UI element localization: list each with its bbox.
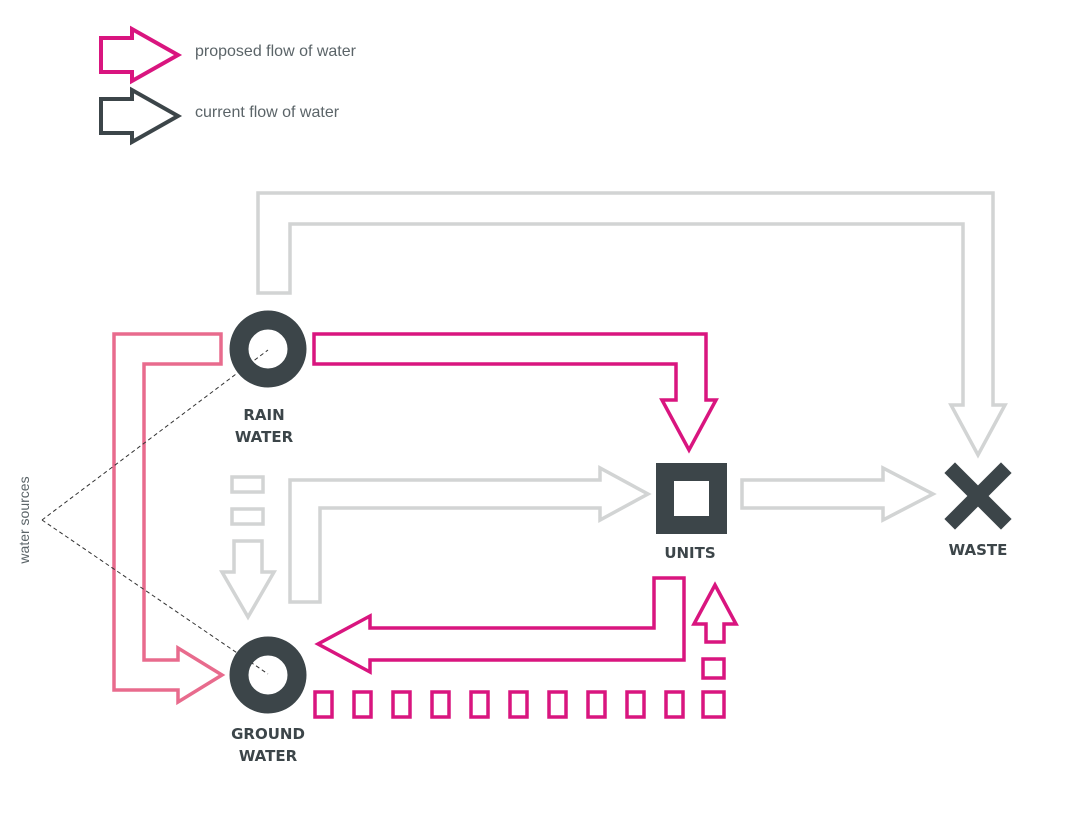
node-ground-water: GROUND WATER bbox=[229, 636, 307, 765]
legend-proposed-label: proposed flow of water bbox=[195, 43, 357, 60]
ground-water-label-line2: WATER bbox=[239, 747, 298, 765]
annotation-leader-line bbox=[41, 349, 269, 521]
node-waste: WASTE bbox=[944, 462, 1012, 559]
flow-dash-segment bbox=[230, 507, 265, 526]
units-label: UNITS bbox=[664, 544, 715, 562]
legend-proposed-arrow-icon bbox=[99, 25, 183, 85]
flow-dash-segment bbox=[547, 690, 568, 719]
rain-water-label-line2: WATER bbox=[235, 428, 294, 446]
legend-current-arrow-icon bbox=[99, 86, 183, 146]
water-sources-label: water sources bbox=[16, 476, 32, 564]
flow-dash-segment bbox=[701, 690, 726, 719]
flow-dash-segment bbox=[391, 690, 412, 719]
annotation-leader-line bbox=[41, 519, 269, 675]
flow-ground-to-units-dashed bbox=[313, 581, 739, 719]
flow-rain-to-units-arrow bbox=[312, 332, 719, 454]
flow-dash-segment bbox=[625, 690, 646, 719]
ground-water-ring-icon bbox=[229, 636, 307, 714]
flow-dash-segment bbox=[586, 690, 607, 719]
legend: proposed flow of water current flow of w… bbox=[99, 25, 357, 146]
flow-dash-segment bbox=[469, 690, 490, 719]
flow-dash-segment bbox=[508, 690, 529, 719]
flow-units-to-ground-arrow bbox=[314, 576, 686, 675]
flow-rain-to-waste-arrow bbox=[256, 191, 1008, 459]
rain-water-label-line1: RAIN bbox=[243, 406, 284, 424]
flow-dash-segment bbox=[701, 657, 726, 680]
flow-rain-to-ground-dashed bbox=[218, 475, 278, 621]
node-units: UNITS bbox=[656, 463, 727, 562]
flow-rain-to-ground-arrow bbox=[112, 332, 226, 706]
flow-dash-segment bbox=[230, 475, 265, 494]
water-sources-annotation: water sources bbox=[16, 349, 269, 675]
rain-water-ring-icon bbox=[229, 310, 307, 388]
flow-dash-segment bbox=[352, 690, 373, 719]
node-rain-water: RAIN WATER bbox=[229, 310, 307, 446]
flow-dash-segment bbox=[664, 690, 685, 719]
legend-current-label: current flow of water bbox=[195, 104, 340, 121]
ground-water-label-line1: GROUND bbox=[231, 725, 305, 743]
flow-down-arrow bbox=[218, 539, 278, 621]
flow-dash-segment bbox=[313, 690, 334, 719]
flow-units-to-waste-arrow bbox=[740, 465, 937, 523]
waste-cross-icon bbox=[944, 462, 1012, 530]
flow-dash-segment bbox=[430, 690, 451, 719]
flow-supply-to-units-arrow bbox=[288, 465, 652, 604]
waste-label: WASTE bbox=[949, 541, 1008, 559]
units-square-icon bbox=[656, 463, 727, 534]
flow-up-arrow bbox=[691, 581, 739, 644]
